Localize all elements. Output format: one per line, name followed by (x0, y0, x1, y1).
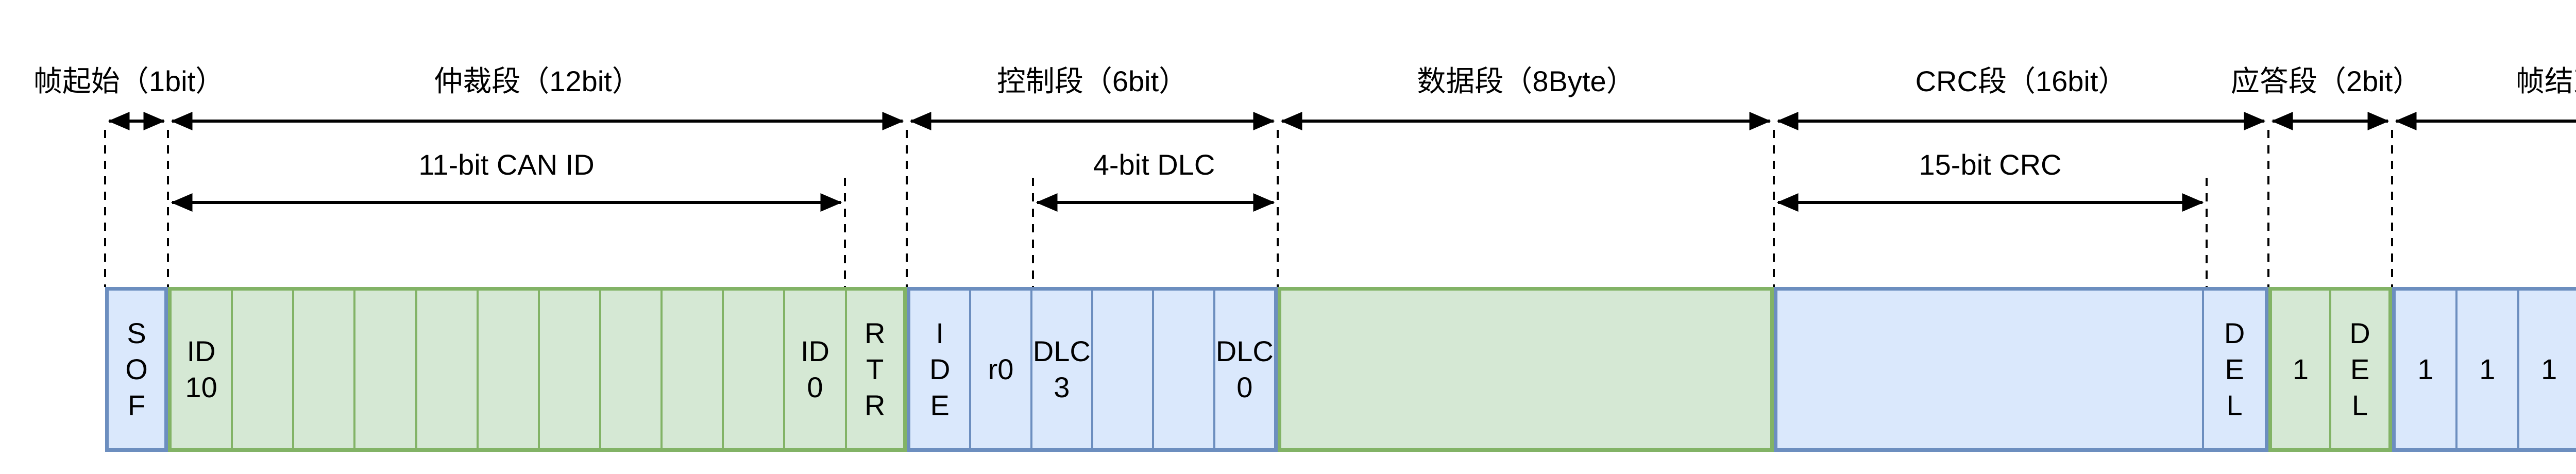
cell-dlc3: DLC 3 (1030, 291, 1091, 448)
section-label-frame-start: 帧起始（1bit） (33, 65, 225, 97)
cell-r0: r0 (969, 291, 1030, 448)
cell-group-control: I D E r0 DLC 3 DLC 0 (907, 287, 1278, 452)
cell-id-bit (722, 291, 783, 448)
cell-id-bit (476, 291, 538, 448)
section-label-arbitration: 仲裁段（12bit） (434, 65, 641, 97)
cell-id-bit (231, 291, 292, 448)
cell-id-bit (353, 291, 415, 448)
cell-group-crc: D E L (1774, 287, 2268, 452)
cell-id-bit (599, 291, 660, 448)
cell-id0: ID 0 (783, 291, 844, 448)
cell-group-sof: S O F (105, 287, 168, 452)
cell-group-arbitration: ID 10 ID 0 R T R (168, 287, 907, 452)
cell-eof-bit: 1 (2517, 291, 2576, 448)
cell-id10: ID 10 (185, 335, 217, 403)
cell-ide: I D E (929, 317, 951, 421)
cell-group-frame-end: 1 1 1 1 1 1 1 (2392, 287, 2576, 452)
sub-label-dlc: 4-bit DLC (1093, 148, 1215, 181)
cell-id-bit (292, 291, 353, 448)
cell-ack-delimiter: D E L (2329, 291, 2388, 448)
cell-ack-slot: 1 (2292, 353, 2309, 385)
cell-crc-field (1777, 291, 2202, 448)
cell-id-bit (415, 291, 477, 448)
section-label-frame-end: 帧结束（7bit） (2515, 65, 2576, 97)
cell-id-bit (660, 291, 722, 448)
cell-sof: S O F (125, 317, 148, 421)
cell-group-data (1278, 287, 1774, 452)
section-label-data: 数据段（8Byte） (1417, 65, 1635, 97)
main-dimension-arrows (108, 112, 2576, 130)
cell-rtr: R T R (844, 291, 903, 448)
cell-eof-bit: 1 (2455, 291, 2517, 448)
section-label-ack: 应答段（2bit） (2230, 65, 2422, 97)
cell-eof-bit: 1 (2417, 353, 2434, 385)
cell-group-ack: 1 D E L (2268, 287, 2392, 452)
section-label-control: 控制段（6bit） (996, 65, 1188, 97)
cell-dlc-bit (1091, 291, 1152, 448)
cell-data-field (1281, 291, 1770, 448)
sub-label-crc15: 15-bit CRC (1919, 148, 2062, 181)
cell-id-bit (537, 291, 599, 448)
cell-dlc0: DLC 0 (1213, 291, 1274, 448)
cell-crc-delimiter: D E L (2202, 291, 2265, 448)
sub-label-can-id: 11-bit CAN ID (418, 148, 595, 181)
cell-dlc-bit (1152, 291, 1213, 448)
section-label-crc: CRC段（16bit） (1915, 65, 2127, 97)
dashed-guides (104, 130, 2393, 287)
